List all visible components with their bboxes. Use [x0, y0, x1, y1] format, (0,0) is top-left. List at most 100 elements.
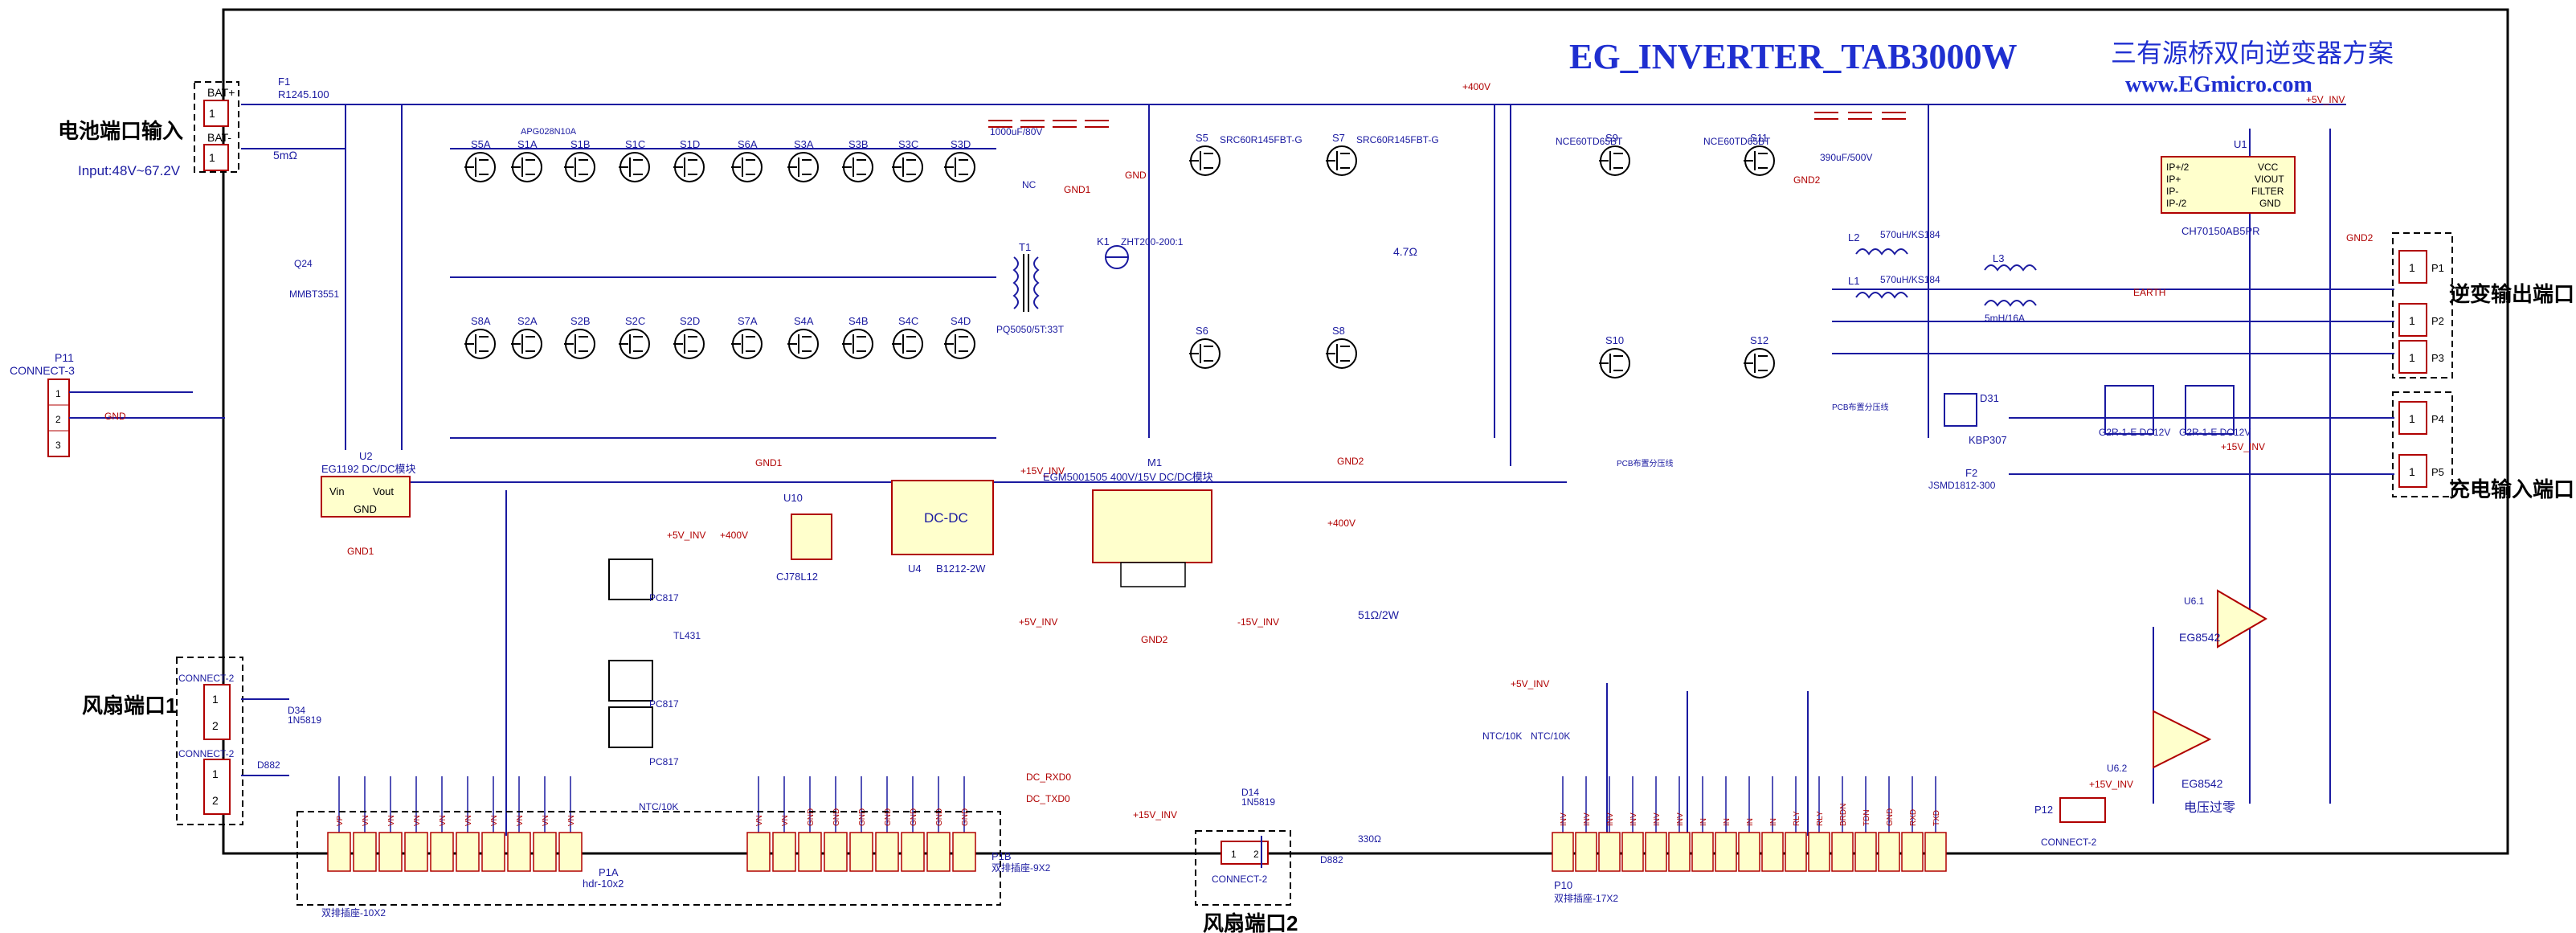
rail-5v-inv-b: +5V_INV	[1019, 616, 1057, 628]
nc-label: NC	[1022, 179, 1037, 190]
header-pin-label: VN	[362, 815, 370, 826]
bulk-cap-rating: 390uF/500V	[1820, 152, 1872, 163]
bridge-rectifier-d31	[1944, 393, 1977, 427]
relays	[2104, 385, 2235, 435]
svg-text:1: 1	[209, 151, 215, 164]
bulk-capacitor-bank	[1814, 112, 1906, 120]
u1-pin-gnd: GND	[2259, 198, 2281, 209]
rail-earth: EARTH	[2133, 287, 2165, 298]
header-pin-label: VN	[781, 815, 790, 826]
header-pin-label: GND	[1886, 808, 1895, 826]
mosfet-s1b: S1B	[564, 138, 595, 182]
fan-port-1-label: 风扇端口1	[82, 694, 177, 718]
header-pin: VN	[378, 776, 403, 872]
header-pin-label: VN	[516, 815, 525, 826]
q5-part: D882	[1320, 854, 1343, 865]
fan-port-1-connector: 1 2 1 2	[176, 657, 243, 825]
charge-input-label: 充电输入端口	[2449, 477, 2574, 501]
header-pin: TXD	[1924, 776, 1947, 872]
battery-range-label: Input:48V~67.2V	[78, 163, 181, 178]
p10-type: 双排插座-17X2	[1554, 892, 1618, 904]
out-pin-p1: P1	[2431, 262, 2444, 274]
header-pin: VN	[533, 776, 557, 872]
header-pin: TDN	[1854, 776, 1877, 872]
opto-couplers	[608, 559, 653, 748]
relay-k2-part: G2R-1-E DC12V	[2099, 427, 2170, 438]
svg-text:1: 1	[2409, 412, 2415, 425]
d34-part: 1N5819	[288, 714, 321, 726]
mosfet-label: S6A	[738, 138, 758, 150]
rail-400v-left: +400V	[720, 530, 748, 541]
rail-gnd-b: GND	[1125, 170, 1147, 181]
u6-2-part: EG8542	[2181, 777, 2223, 790]
mosfet-label: S2D	[680, 315, 700, 327]
mosfet-s3c: S3C	[892, 138, 923, 182]
d34-label: D34	[288, 705, 305, 716]
mosfet-label: S5	[1196, 132, 1208, 144]
header-pin: INV	[1598, 776, 1621, 872]
rail-5v-inv-c: +5V_INV	[1511, 678, 1549, 690]
battery-connector: 1 1	[194, 81, 239, 173]
p11-connector: 1 2 3	[47, 379, 70, 457]
q24-part: MMBT3551	[289, 288, 339, 300]
bat-minus-label: BAT-	[207, 131, 231, 144]
mosfet-label: S2A	[517, 315, 538, 327]
header-pin: VP	[327, 776, 351, 872]
p12-connector	[2059, 797, 2106, 823]
u1-pin-ipb: IP-	[2166, 186, 2178, 197]
header-pin: VN	[558, 776, 583, 872]
out-pin-p3: P3	[2431, 352, 2444, 364]
u4-label: U4	[908, 563, 922, 575]
header-pin-label: IN	[1723, 818, 1732, 826]
u4-title: DC-DC	[924, 510, 968, 526]
rail-15v-inv-a: +15V_INV	[1020, 465, 1065, 477]
header-pin: INV	[1621, 776, 1644, 872]
svg-text:1: 1	[212, 693, 219, 706]
p1-type: 双排插座-10X2	[321, 906, 386, 919]
mosfet-s2b: S2B	[564, 315, 595, 359]
mosfet-s4b: S4B	[842, 315, 873, 359]
rail-gnd2-c: GND2	[1793, 174, 1821, 186]
schematic-border	[222, 8, 2509, 855]
pcb-divider-b: PCB布置分压线	[1617, 458, 1674, 469]
header-pin-label: RLY	[1816, 811, 1825, 826]
header-pin-label: INV	[1560, 812, 1568, 826]
header-pin: VN	[430, 776, 454, 872]
header-pin: INV	[1575, 776, 1597, 872]
left-bridge-part: APG028N10A	[521, 127, 577, 137]
header-pin-label: IN	[1769, 818, 1778, 826]
mosfet-label: S12	[1750, 334, 1768, 346]
svg-text:1: 1	[209, 107, 215, 120]
u6-1-label: U6.1	[2184, 595, 2205, 607]
header-pin: GND	[824, 776, 848, 872]
mosfet-label: S6	[1196, 325, 1208, 337]
mosfet-s2a: S2A	[511, 315, 542, 359]
mosfet-label: S3D	[951, 138, 971, 150]
header-pin: RXD	[1901, 776, 1924, 872]
header-pin-label: BRDN	[1839, 804, 1848, 826]
opto-u5: PC817	[649, 592, 679, 604]
header-pin: GND	[1878, 776, 1900, 872]
mosfet-s5: S5	[1189, 132, 1221, 176]
header-pin-label: VP	[336, 815, 345, 826]
l-part-a: 570uH/KS184	[1880, 229, 1940, 240]
mosfet-s3b: S3B	[842, 138, 873, 182]
bridge2-part-a: SRC60R145FBT-G	[1220, 134, 1302, 145]
q9-part: D882	[257, 759, 280, 771]
m1-part: EGM5001505 400V/15V DC/DC模块	[1043, 471, 1213, 483]
header-pin: INV	[1552, 776, 1574, 872]
l1-label: L1	[1848, 275, 1859, 287]
schematic-subtitle: 三有源桥双向逆变器方案	[2111, 38, 2394, 68]
header-pin: VN	[772, 776, 796, 872]
q24-label: Q24	[294, 258, 313, 269]
u2-part: EG1192 DC/DC模块	[321, 463, 416, 475]
l2-label: L2	[1848, 231, 1859, 243]
p1a-type: hdr-10x2	[583, 878, 624, 890]
